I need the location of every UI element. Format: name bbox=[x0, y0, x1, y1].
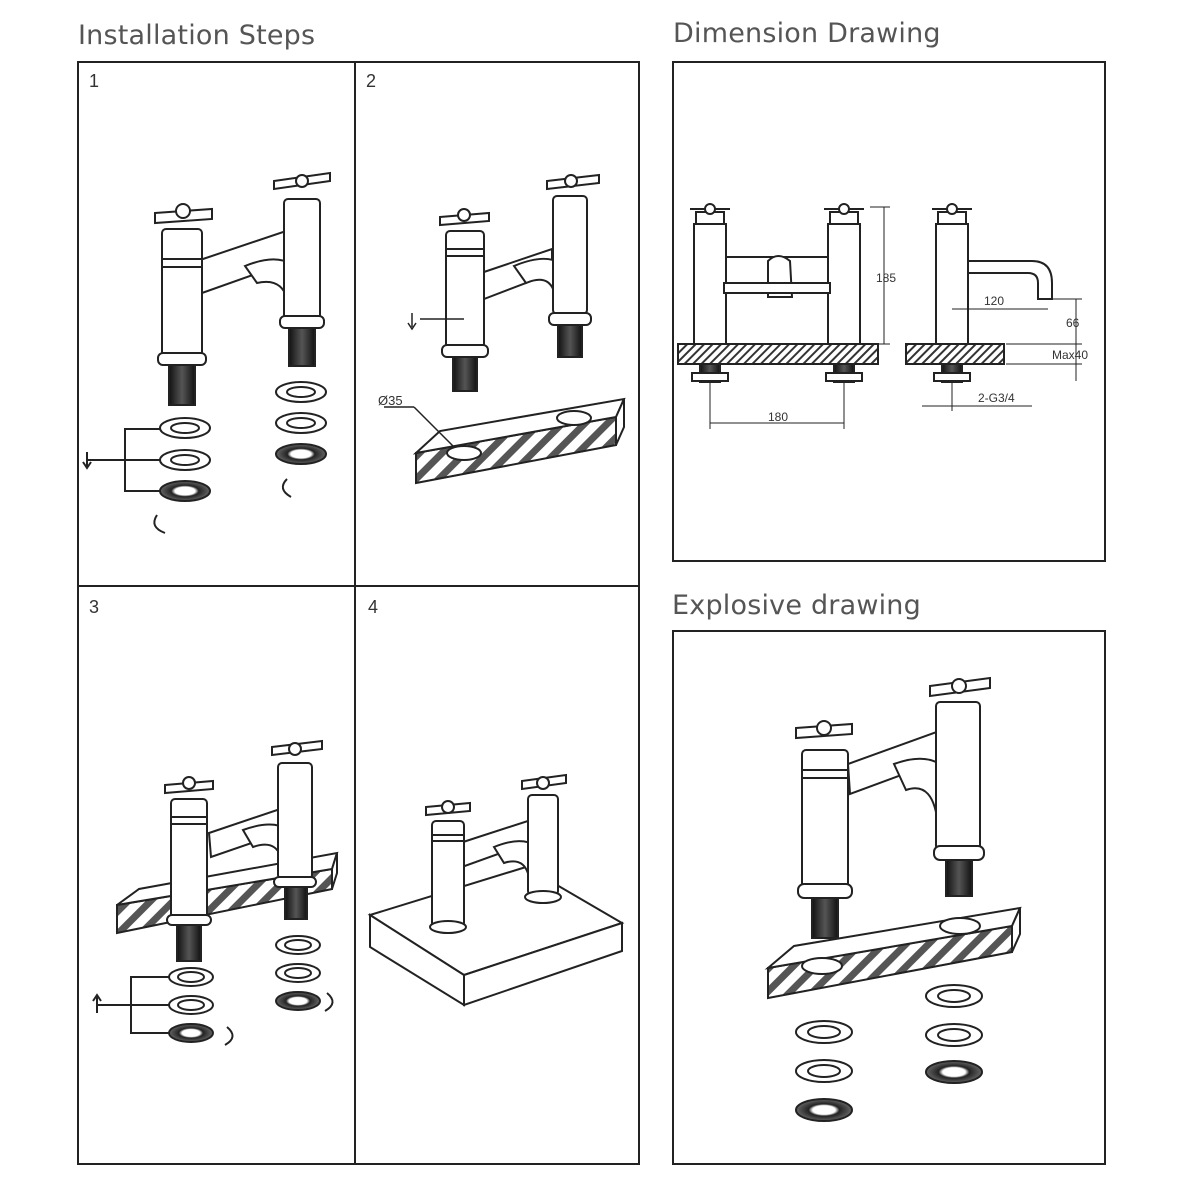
dimension-drawing-heading: Dimension Drawing bbox=[673, 18, 941, 49]
dimension-drawing: 185 120 66 Max40 180 2-G3/4 bbox=[677, 203, 1088, 429]
dimension-panel bbox=[672, 61, 1106, 562]
step-1-drawing bbox=[82, 171, 331, 534]
step-number: 3 bbox=[89, 597, 100, 617]
reach-120-label: 120 bbox=[984, 294, 1004, 308]
step-number: 2 bbox=[366, 71, 377, 91]
step-2-panel: 2 bbox=[354, 61, 640, 587]
explosive-drawing bbox=[764, 676, 1022, 1122]
installation-steps-heading: Installation Steps bbox=[78, 20, 316, 51]
explosive-panel bbox=[672, 630, 1106, 1165]
hole-diameter-label: Ø35 bbox=[378, 393, 403, 408]
centers-180-label: 180 bbox=[768, 410, 788, 424]
step-2-drawing: Ø35 bbox=[378, 173, 626, 485]
step-4-drawing bbox=[367, 773, 625, 1007]
step-3-drawing bbox=[92, 739, 339, 1046]
step-number: 4 bbox=[368, 597, 379, 617]
spout-66-label: 66 bbox=[1066, 316, 1080, 330]
height-185-label: 185 bbox=[876, 271, 896, 285]
explosive-drawing-heading: Explosive drawing bbox=[672, 590, 921, 621]
thread-label: 2-G3/4 bbox=[978, 391, 1015, 405]
step-number: 1 bbox=[89, 71, 100, 91]
max-deck-label: Max40 bbox=[1052, 348, 1088, 362]
